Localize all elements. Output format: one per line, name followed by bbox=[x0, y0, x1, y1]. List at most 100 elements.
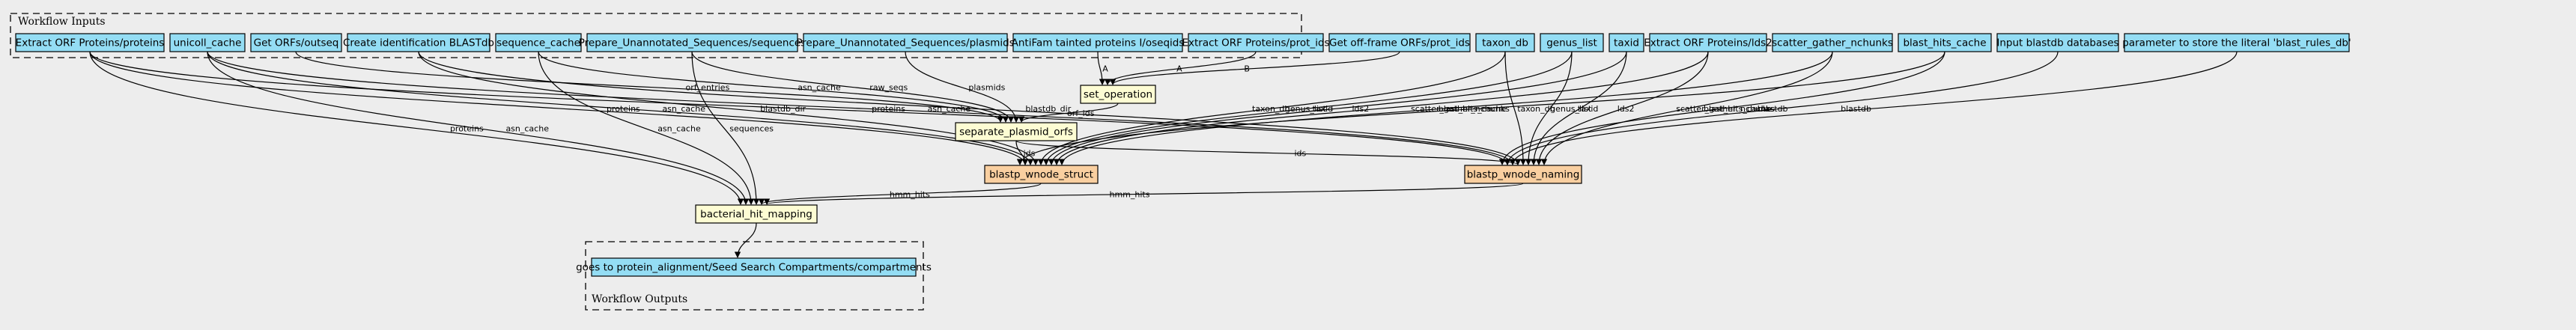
edge-line bbox=[1109, 51, 1400, 85]
edge-line bbox=[1504, 51, 1527, 165]
edge-bacterial_hit_mapping-to-out0 bbox=[734, 222, 757, 258]
edge-line bbox=[1015, 140, 1029, 165]
edge-line bbox=[1018, 103, 1119, 123]
input-node-label: Extract ORF Proteins/prot_ids bbox=[1182, 37, 1329, 49]
edge-label: taxon_db bbox=[1517, 104, 1555, 114]
input-node-extract-orf-proteins-proteins[interactable]: Extract ORF Proteins/proteins bbox=[15, 33, 165, 52]
edge-line bbox=[1048, 51, 1627, 165]
edge-label: asn_cache bbox=[505, 124, 549, 134]
input-node-blast-hits-cache[interactable]: blast_hits_cache bbox=[1898, 33, 1992, 52]
edge-in7-to-set_operation: A bbox=[1097, 51, 1108, 85]
input-node-unicoll-cache[interactable]: unicoll_cache bbox=[169, 33, 246, 52]
input-node-scatter-gather-nchunks[interactable]: scatter_gather_nchunks bbox=[1772, 33, 1893, 52]
input-node-label: sequence_cache bbox=[496, 37, 580, 49]
edge-in5-to-separate_plasmid_orfs: raw_seqs bbox=[691, 51, 1015, 123]
input-node-extract-orf-proteins-lds2[interactable]: Extract ORF Proteins/lds2 bbox=[1644, 33, 1772, 52]
edge-label: orf_ids bbox=[1067, 109, 1095, 118]
edge-label: A bbox=[1102, 64, 1108, 74]
edge-in3-to-blastp_wnode_naming: blastdb_dir bbox=[418, 51, 1522, 165]
input-node-label: Extract ORF Proteins/proteins bbox=[16, 37, 165, 49]
workflow-inputs-label: Workflow Inputs bbox=[18, 16, 106, 28]
edge-label: hmm_hits bbox=[1110, 190, 1150, 200]
edge-in8-to-set_operation: A bbox=[1104, 51, 1257, 85]
edge-in13-to-blastp_wnode_struct: lds2 bbox=[1053, 51, 1709, 165]
edge-in0-to-blastp_wnode_naming: proteins bbox=[89, 51, 1511, 165]
input-node-label: parameter to store the literal 'blast_ru… bbox=[2122, 37, 2351, 49]
edge-line bbox=[1540, 51, 1833, 165]
input-node-label: Prepare_Unannotated_Sequences/plasmids bbox=[796, 37, 1014, 49]
edge-line bbox=[691, 51, 1015, 123]
edge-separate_plasmid_orfs-to-blastp_wnode_naming: ids bbox=[1015, 140, 1521, 165]
step-node-set-operation[interactable]: set_operation bbox=[1080, 85, 1156, 104]
input-node-label: blast_hits_cache bbox=[1903, 37, 1986, 49]
edge-line bbox=[1015, 140, 1521, 165]
input-node-label: Create identification BLASTdb bbox=[343, 37, 494, 49]
edge-blastp_wnode_naming-to-bacterial_hit_mapping: hmm_hits bbox=[764, 183, 1524, 205]
edge-blastp_wnode_struct-to-bacterial_hit_mapping: hmm_hits bbox=[759, 183, 1042, 205]
input-node-input-blastdb-databases[interactable]: Input blastdb databases bbox=[1996, 33, 2119, 52]
step-node-blastp-wnode-struct[interactable]: blastp_wnode_struct bbox=[984, 165, 1099, 184]
edge-in3-to-blastp_wnode_struct: blastdb_dir bbox=[418, 51, 1039, 165]
input-node-label: taxon_db bbox=[1482, 37, 1528, 49]
input-node-label: AntiFam tainted proteins I/oseqids bbox=[1012, 37, 1185, 49]
edge-line bbox=[295, 51, 1004, 123]
edge-label: blastdb bbox=[1758, 104, 1788, 114]
edge-in11-to-blastp_wnode_struct: genus_list bbox=[1042, 51, 1573, 165]
input-node-label: Get off-frame ORFs/prot_ids bbox=[1329, 37, 1470, 49]
step-node-separate-plasmid-orfs[interactable]: separate_plasmid_orfs bbox=[955, 122, 1078, 141]
edge-line bbox=[1053, 51, 1709, 165]
edge-in17-to-blastp_wnode_naming: blastdb bbox=[1509, 51, 2238, 165]
input-node-label: genus_list bbox=[1546, 37, 1597, 49]
input-node-label: Extract ORF Proteins/lds2 bbox=[1644, 37, 1772, 49]
edge-in1-to-bacterial_hit_mapping: asn_cache bbox=[207, 51, 750, 205]
input-node-label: scatter_gather_nchunks bbox=[1772, 37, 1893, 49]
step-node-bacterial-hit-mapping[interactable]: bacterial_hit_mapping bbox=[695, 204, 818, 224]
input-node-antifam-tainted-proteins-oseqids[interactable]: AntiFam tainted proteins I/oseqids bbox=[1012, 33, 1185, 52]
edge-line bbox=[418, 51, 1039, 165]
input-node-prepare-unannotated-sequences-plasmids[interactable]: Prepare_Unannotated_Sequences/plasmids bbox=[796, 33, 1015, 52]
input-node-genus-list[interactable]: genus_list bbox=[1540, 33, 1604, 52]
edge-line bbox=[1509, 51, 2238, 165]
step-node-label: blastp_wnode_naming bbox=[1467, 169, 1580, 181]
input-node-taxid[interactable]: taxid bbox=[1609, 33, 1644, 52]
edge-line bbox=[1530, 51, 1627, 165]
edge-line bbox=[418, 51, 1522, 165]
input-node-get-orfs-outseq[interactable]: Get ORFs/outseq bbox=[250, 33, 342, 52]
edge-line bbox=[207, 51, 1516, 165]
edge-line bbox=[207, 51, 1034, 165]
edge-in10-to-blastp_wnode_naming: taxon_db bbox=[1504, 51, 1555, 165]
edge-label: asn_cache bbox=[657, 124, 701, 134]
output-node-compartments[interactable]: goes to protein_alignment/Seed Search Co… bbox=[576, 257, 932, 277]
edge-label: ids bbox=[1295, 149, 1307, 159]
step-node-label: separate_plasmid_orfs bbox=[959, 126, 1073, 138]
edge-label: ids bbox=[1024, 149, 1036, 159]
edge-in0-to-bacterial_hit_mapping: proteins bbox=[89, 51, 744, 205]
edge-label: lds2 bbox=[1617, 104, 1635, 114]
step-node-blastp-wnode-naming[interactable]: blastp_wnode_naming bbox=[1464, 165, 1582, 184]
edge-line bbox=[764, 183, 1524, 205]
input-node-blast-rules-db-parameter[interactable]: parameter to store the literal 'blast_ru… bbox=[2122, 33, 2351, 52]
edge-label: asn_cache bbox=[662, 104, 705, 114]
input-node-extract-orf-proteins-prot-ids[interactable]: Extract ORF Proteins/prot_ids bbox=[1182, 33, 1330, 52]
edge-label: plasmids bbox=[968, 83, 1005, 93]
edge-in6-to-separate_plasmid_orfs: plasmids bbox=[905, 51, 1020, 123]
edge-label: taxid bbox=[1313, 104, 1334, 114]
input-node-get-off-frame-orfs-prot-ids[interactable]: Get off-frame ORFs/prot_ids bbox=[1328, 33, 1471, 52]
edge-line bbox=[691, 51, 760, 205]
input-node-label: Get ORFs/outseq bbox=[254, 37, 339, 49]
output-node-label: goes to protein_alignment/Seed Search Co… bbox=[576, 262, 932, 274]
edge-label: genus_list bbox=[1550, 104, 1592, 114]
edge-line bbox=[734, 222, 757, 258]
edge-in15-to-blastp_wnode_struct: blast_hits_cache bbox=[1016, 51, 1945, 165]
edge-label: sequences bbox=[729, 124, 774, 134]
edge-in1-to-blastp_wnode_struct: asn_cache bbox=[207, 51, 1034, 165]
input-node-taxon-db[interactable]: taxon_db bbox=[1475, 33, 1535, 52]
edge-label: blastdb bbox=[1841, 104, 1871, 114]
input-node-sequence-cache[interactable]: sequence_cache bbox=[495, 33, 582, 52]
input-node-create-identification-blastdb[interactable]: Create identification BLASTdb bbox=[343, 33, 494, 52]
input-node-prepare-unannotated-sequences-sequences[interactable]: Prepare_Unannotated_Sequences/sequences bbox=[579, 33, 806, 52]
edge-label: B bbox=[1244, 64, 1250, 74]
edge-line bbox=[1037, 51, 1506, 165]
